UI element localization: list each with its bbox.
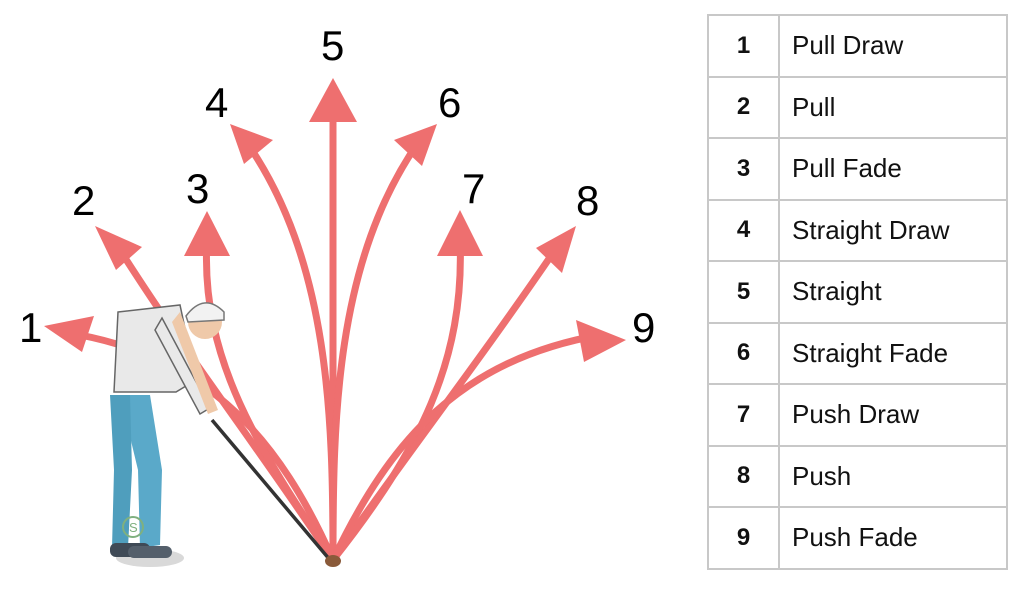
legend-label: Straight Draw	[779, 200, 1007, 262]
legend-row: 7 Push Draw	[708, 384, 1007, 446]
legend-row: 8 Push	[708, 446, 1007, 508]
shot-number-5: 5	[321, 22, 344, 69]
shot-number-1: 1	[19, 304, 42, 351]
legend-number: 4	[708, 200, 779, 262]
legend-number: 3	[708, 138, 779, 200]
arrowhead-1	[44, 316, 94, 352]
shot-path-9	[333, 335, 600, 560]
arrowhead-5	[309, 78, 357, 122]
arrowhead-7	[437, 210, 483, 256]
legend-label: Push Draw	[779, 384, 1007, 446]
legend-row: 2 Pull	[708, 77, 1007, 139]
legend-label: Straight Fade	[779, 323, 1007, 385]
arrowhead-2	[95, 226, 142, 270]
legend-row: 5 Straight	[708, 261, 1007, 323]
shot-number-7: 7	[462, 165, 485, 212]
legend-label: Push Fade	[779, 507, 1007, 569]
legend-number: 9	[708, 507, 779, 569]
shot-legend-table: 1 Pull Draw 2 Pull 3 Pull Fade 4 Straigh…	[707, 14, 1008, 570]
legend-label: Pull	[779, 77, 1007, 139]
shot-number-9: 9	[632, 304, 655, 351]
legend-label: Straight	[779, 261, 1007, 323]
legend-row: 3 Pull Fade	[708, 138, 1007, 200]
legend-row: 9 Push Fade	[708, 507, 1007, 569]
legend-row: 4 Straight Draw	[708, 200, 1007, 262]
legend-label: Push	[779, 446, 1007, 508]
legend-label: Pull Draw	[779, 15, 1007, 77]
arrowhead-3	[184, 211, 230, 256]
golfer-illustration: S	[110, 303, 341, 567]
shot-shape-diagram: S 1 2 3 4 5 6 7 8 9	[0, 0, 700, 600]
legend-number: 8	[708, 446, 779, 508]
shot-number-2: 2	[72, 177, 95, 224]
legend-number: 2	[708, 77, 779, 139]
arrowhead-4	[230, 124, 273, 164]
arrowhead-9	[576, 320, 626, 362]
legend-row: 1 Pull Draw	[708, 15, 1007, 77]
arrowhead-6	[394, 124, 437, 166]
legend-number: 5	[708, 261, 779, 323]
legend-number: 1	[708, 15, 779, 77]
shot-number-4: 4	[205, 79, 228, 126]
legend-number: 7	[708, 384, 779, 446]
shot-number-8: 8	[576, 177, 599, 224]
shot-number-6: 6	[438, 79, 461, 126]
watermark-letter: S	[129, 520, 138, 535]
legend-number: 6	[708, 323, 779, 385]
legend-row: 6 Straight Fade	[708, 323, 1007, 385]
shot-number-3: 3	[186, 165, 209, 212]
legend-label: Pull Fade	[779, 138, 1007, 200]
